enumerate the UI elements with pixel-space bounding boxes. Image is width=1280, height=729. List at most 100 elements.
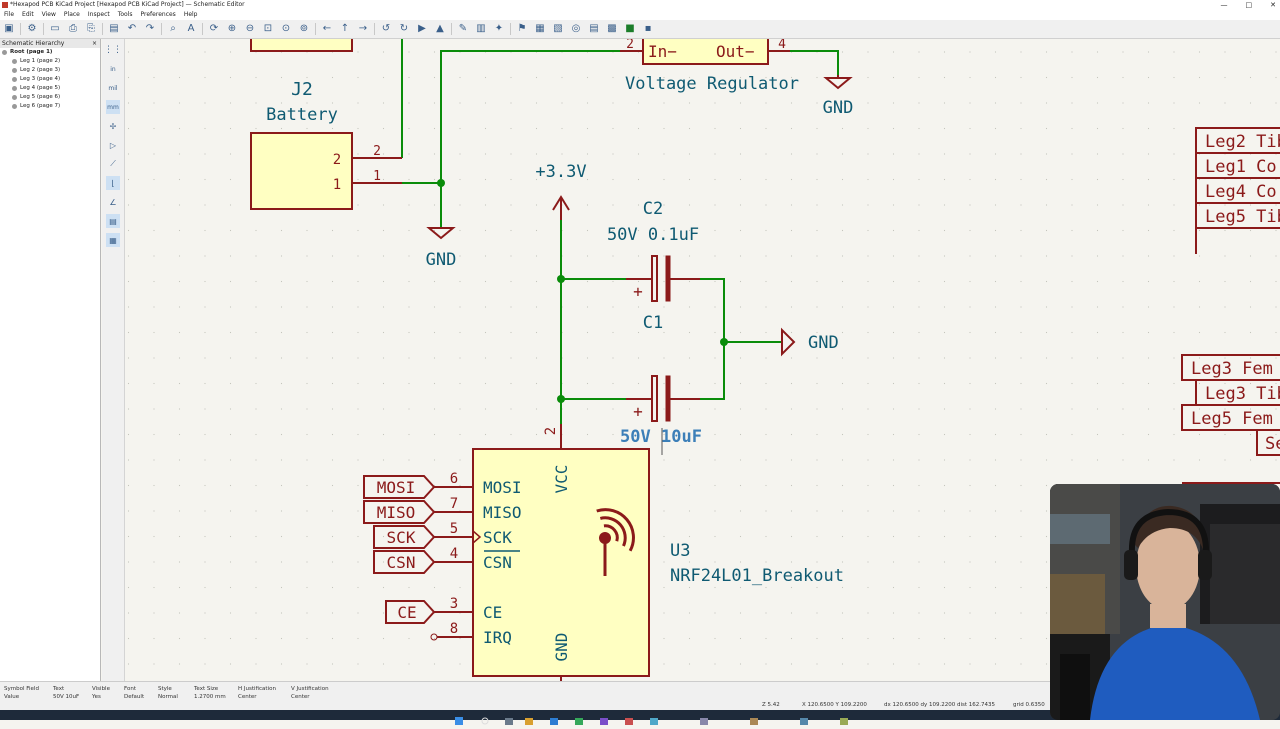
line-mode-free-icon[interactable]: ⟋: [110, 159, 116, 168]
save-icon[interactable]: ▣: [4, 23, 14, 34]
net-label-mosi[interactable]: [363, 475, 436, 499]
navigate-back-icon[interactable]: ←: [322, 23, 332, 34]
hier-label-box[interactable]: [1256, 429, 1280, 456]
menu-tools[interactable]: Tools: [117, 11, 133, 18]
hierarchy-item-leg3[interactable]: Leg 3 (page 4): [0, 75, 100, 84]
hierarchy-navigator-icon[interactable]: ▤: [106, 214, 120, 228]
u3-body[interactable]: [472, 448, 650, 677]
edit-fields-icon[interactable]: ▤: [589, 23, 599, 34]
schematic-svg[interactable]: 2 In− Out− 4 Voltage Regulator GND J2 Ba…: [124, 39, 1280, 681]
schematic-setup-icon[interactable]: ⚙: [27, 23, 37, 34]
schematic-canvas[interactable]: 2 In− Out− 4 Voltage Regulator GND J2 Ba…: [124, 39, 1280, 681]
page-settings-icon[interactable]: ▭: [50, 23, 60, 34]
app-icon-9[interactable]: [800, 718, 808, 725]
title-bar: *Hexapod PCB KiCad Project [Hexapod PCB …: [0, 0, 1280, 10]
menu-edit[interactable]: Edit: [22, 11, 34, 18]
app-icon-8[interactable]: [750, 718, 758, 725]
app-icon-10[interactable]: [840, 718, 848, 725]
u3-pin-ce-number: 3: [450, 596, 458, 612]
app-icon-1[interactable]: [525, 718, 533, 725]
maximize-button[interactable]: □: [1245, 1, 1253, 9]
symbol-library-browser-icon[interactable]: ▥: [476, 23, 486, 34]
paste-icon[interactable]: ▤: [109, 23, 119, 34]
mirror-horizontal-icon[interactable]: ▶: [418, 23, 426, 34]
zoom-selection-icon[interactable]: ⊚: [299, 23, 309, 34]
start-icon[interactable]: [455, 717, 463, 725]
hidden-pins-icon[interactable]: ▷: [109, 140, 117, 150]
hierarchy-item-label: Root (page 1): [10, 49, 53, 55]
hierarchy-item-leg4[interactable]: Leg 4 (page 5): [0, 84, 100, 93]
units-inches-button[interactable]: in: [110, 65, 116, 73]
assign-footprints-icon[interactable]: ◎: [571, 23, 581, 34]
open-pcb-icon[interactable]: ■: [625, 23, 635, 34]
zoom-fit-icon[interactable]: ⊡: [263, 23, 273, 34]
task-view-icon[interactable]: [505, 718, 513, 725]
find-replace-icon[interactable]: A: [187, 23, 195, 34]
search-icon[interactable]: [481, 717, 489, 725]
grid-toggle-icon[interactable]: ⋮⋮: [104, 45, 122, 55]
erc-icon[interactable]: ⚑: [517, 23, 527, 34]
navigate-up-icon[interactable]: ↑: [340, 23, 350, 34]
app-icon-5[interactable]: [625, 718, 633, 725]
app-icon-2[interactable]: [550, 718, 558, 725]
j2-pin1-number: 1: [373, 169, 381, 184]
hierarchy-item-leg1[interactable]: Leg 1 (page 2): [0, 57, 100, 66]
status-header: V Justification: [291, 686, 329, 692]
hierarchy-item-leg6[interactable]: Leg 6 (page 7): [0, 102, 100, 111]
line-mode-45-icon[interactable]: ∠: [109, 197, 117, 207]
toolbar-divider: [315, 23, 316, 35]
close-panel-icon[interactable]: ×: [91, 40, 97, 47]
kicad-app-icon: [2, 2, 8, 8]
scripting-console-icon[interactable]: ▪: [644, 23, 652, 34]
hierarchy-item-root[interactable]: Root (page 1): [0, 48, 100, 57]
net-label-sck[interactable]: [373, 525, 436, 549]
hier-labels-bottom: Leg3 Fem Leg3 Tib Leg5 Fem Se: [1181, 354, 1280, 484]
rotate-cw-icon[interactable]: ↻: [399, 23, 409, 34]
print-icon[interactable]: ⎙: [69, 23, 77, 34]
symbol-fields-table-icon[interactable]: ▦: [535, 23, 545, 34]
app-icon-6[interactable]: [650, 718, 658, 725]
menu-help[interactable]: Help: [183, 11, 198, 18]
status-header: Style: [158, 686, 172, 692]
zoom-out-icon[interactable]: ⊖: [245, 23, 255, 34]
line-mode-90-icon[interactable]: ⌊: [106, 176, 120, 190]
units-mm-button[interactable]: mm: [106, 100, 120, 114]
refresh-icon[interactable]: ⟳: [209, 23, 219, 34]
hierarchy-item-leg5[interactable]: Leg 5 (page 6): [0, 93, 100, 102]
hierarchy-item-leg2[interactable]: Leg 2 (page 3): [0, 66, 100, 75]
rotate-ccw-icon[interactable]: ↺: [381, 23, 391, 34]
undo-icon[interactable]: ↶: [127, 23, 137, 34]
bom-icon[interactable]: ▧: [553, 23, 563, 34]
find-icon[interactable]: ⌕: [170, 23, 176, 34]
hier-label-box[interactable]: [1181, 404, 1280, 431]
app-icon-7[interactable]: [700, 718, 708, 725]
menu-view[interactable]: View: [41, 11, 56, 18]
cursor-style-icon[interactable]: ✢: [109, 121, 117, 131]
properties-panel-icon[interactable]: ▦: [106, 233, 120, 247]
symbol-editor-icon[interactable]: ✎: [458, 23, 468, 34]
menu-file[interactable]: File: [4, 11, 15, 18]
navigate-forward-icon[interactable]: →: [358, 23, 368, 34]
redo-icon[interactable]: ↷: [145, 23, 155, 34]
app-icon-3[interactable]: [575, 718, 583, 725]
annotate-icon[interactable]: ✦: [494, 23, 504, 34]
menu-inspect[interactable]: Inspect: [87, 11, 110, 18]
hierarchy-panel-title: Schematic Hierarchy ×: [0, 39, 100, 48]
minimize-button[interactable]: —: [1220, 1, 1228, 9]
menu-place[interactable]: Place: [63, 11, 80, 18]
plot-icon[interactable]: ⎘: [87, 23, 95, 34]
net-label-miso[interactable]: [363, 500, 436, 524]
net-label-csn[interactable]: [373, 550, 436, 574]
mirror-vertical-icon[interactable]: ▲: [436, 23, 444, 34]
c2-ref: C2: [643, 199, 663, 219]
units-mils-button[interactable]: mil: [108, 84, 118, 92]
close-window-button[interactable]: ✕: [1270, 1, 1276, 9]
zoom-in-icon[interactable]: ⊕: [227, 23, 237, 34]
menu-preferences[interactable]: Preferences: [140, 11, 176, 18]
zoom-objects-icon[interactable]: ⊙: [281, 23, 291, 34]
hierarchy-item-label: Leg 4 (page 5): [20, 85, 61, 91]
app-icon-4[interactable]: [600, 718, 608, 725]
netlist-icon[interactable]: ▩: [607, 23, 617, 34]
net-label-ce[interactable]: [385, 600, 436, 624]
c1-value-selected[interactable]: 50V 10uF: [620, 427, 702, 447]
